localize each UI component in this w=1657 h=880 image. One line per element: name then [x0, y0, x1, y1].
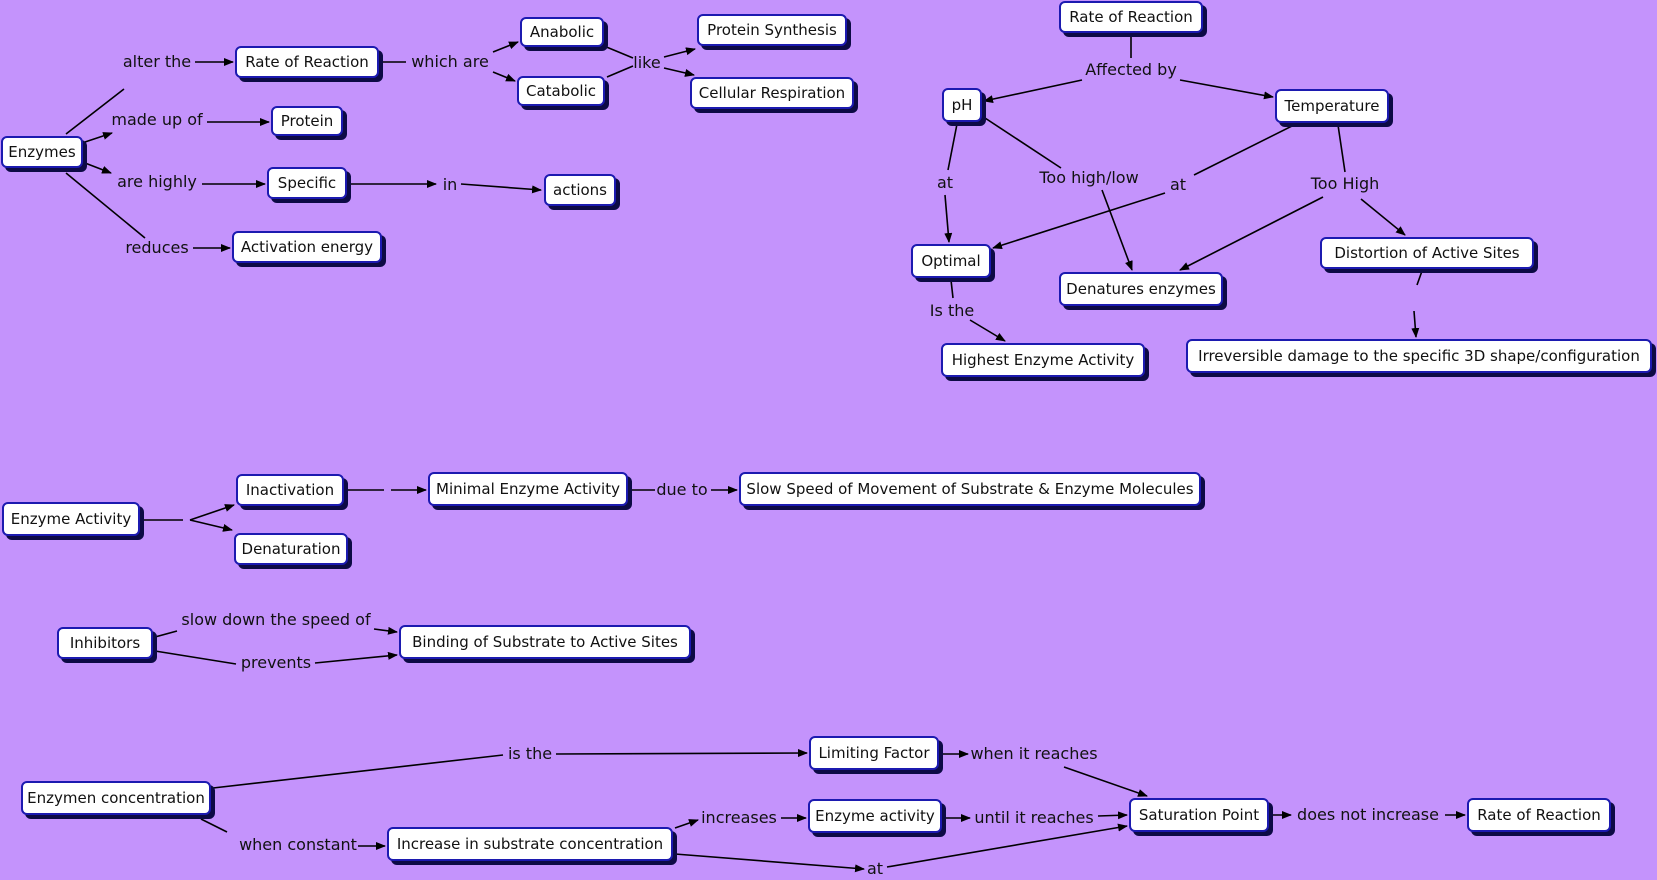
link-when-it-reaches: when it reaches: [970, 744, 1098, 763]
edge-until-to-saturation: [1097, 811, 1128, 820]
edge-prevents-to-binding: [314, 651, 398, 664]
edge-like-to-protein-synthesis: [663, 47, 696, 58]
node-protein-synthesis[interactable]: Protein Synthesis: [697, 14, 847, 46]
edge-anabolic-to-like: [603, 45, 634, 59]
link-until-it-reaches: until it reaches: [974, 808, 1094, 827]
node-distortion-of-active-sites[interactable]: Distortion of Active Sites: [1320, 237, 1534, 269]
edge-split-to-inactivation: [189, 504, 235, 521]
edge-enzymes-to-are-highly: [84, 162, 112, 174]
edge-split-to-denaturation: [189, 519, 233, 532]
edge-distortion-to-irreversible: [1416, 270, 1423, 286]
link-too-high: Too High: [1310, 174, 1380, 193]
link-reduces: reduces: [125, 238, 189, 257]
link-affected-by: Affected by: [1085, 60, 1177, 79]
edge-enzymes-to-reduces: [65, 172, 146, 239]
edge-inhibitors-to-prevents: [154, 650, 237, 665]
edge-too-high-to-distortion: [1360, 198, 1406, 236]
link-are-highly: are highly: [117, 172, 197, 191]
link-at-ph: at: [936, 173, 954, 192]
edge-increase-sub-to-at: [674, 853, 865, 873]
node-inhibitors[interactable]: Inhibitors: [57, 627, 153, 659]
node-actions[interactable]: actions: [544, 174, 616, 206]
edge-enzymes-to-made-up-of: [84, 132, 113, 143]
node-increase-in-substrate-concentration[interactable]: Increase in substrate concentration: [387, 827, 673, 861]
edge-affected-by-to-ph: [983, 79, 1083, 104]
link-is-the-limiting: is the: [507, 744, 553, 763]
node-rate-of-reaction-3[interactable]: Rate of Reaction: [1467, 798, 1611, 832]
node-rate-of-reaction-1[interactable]: Rate of Reaction: [235, 46, 379, 78]
node-enzyme-activity-2[interactable]: Enzyme activity: [808, 799, 942, 833]
node-denaturation[interactable]: Denaturation: [234, 533, 348, 565]
node-catabolic[interactable]: Catabolic: [517, 76, 605, 106]
node-anabolic[interactable]: Anabolic: [520, 17, 604, 47]
node-activation-energy[interactable]: Activation energy: [232, 231, 382, 263]
link-prevents: prevents: [240, 653, 312, 672]
node-irreversible-damage[interactable]: Irreversible damage to the specific 3D s…: [1186, 339, 1652, 373]
edge-enzconc-to-is-the: [212, 754, 504, 789]
edge-enzymes-to-alter-the: [65, 88, 125, 135]
node-optimal[interactable]: Optimal: [911, 244, 991, 278]
edge-is-the-to-highest: [969, 319, 1006, 342]
node-limiting-factor[interactable]: Limiting Factor: [809, 736, 939, 770]
node-enzymes[interactable]: Enzymes: [1, 136, 83, 168]
node-rate-of-reaction-2[interactable]: Rate of Reaction: [1059, 1, 1203, 33]
link-made-up-of: made up of: [111, 110, 203, 129]
link-due-to: due to: [656, 480, 708, 499]
edge-slow-down-to-binding: [373, 626, 398, 635]
edge-inhibitors-to-slow-down: [154, 630, 178, 638]
link-in: in: [442, 175, 458, 194]
node-temperature[interactable]: Temperature: [1275, 89, 1389, 123]
node-enzymen-concentration[interactable]: Enzymen concentration: [21, 781, 211, 815]
link-which-are: which are: [411, 52, 489, 71]
edge-affected-by-to-temperature: [1179, 79, 1274, 100]
node-specific[interactable]: Specific: [267, 167, 347, 199]
link-like: like: [633, 53, 661, 72]
link-at-temperature: at: [1169, 175, 1187, 194]
edge-temperature-to-at: [1193, 124, 1295, 176]
node-denatures-enzymes[interactable]: Denatures enzymes: [1059, 272, 1223, 306]
edge-ph-to-at: [947, 123, 958, 171]
link-slow-down-the-speed-of: slow down the speed of: [181, 610, 371, 629]
edge-is-the-to-limiting: [555, 749, 808, 758]
edge-at-to-saturation: [886, 823, 1128, 868]
node-inactivation[interactable]: Inactivation: [236, 474, 344, 506]
link-when-constant: when constant: [239, 835, 357, 854]
edge-like-to-cellular-respiration: [663, 67, 695, 77]
link-is-the-optimal: Is the: [929, 301, 975, 320]
node-minimal-enzyme-activity[interactable]: Minimal Enzyme Activity: [428, 472, 628, 506]
edge-too-high-low-to-denatures: [1101, 189, 1133, 271]
node-ph[interactable]: pH: [942, 88, 982, 122]
node-highest-enzyme-activity[interactable]: Highest Enzyme Activity: [941, 343, 1145, 377]
link-at-substrate: at: [866, 859, 884, 878]
edge-which-are-to-anabolic: [492, 41, 519, 53]
link-too-high-low: Too high/low: [1039, 168, 1139, 187]
edge-increase-sub-to-increases: [674, 819, 699, 829]
node-cellular-respiration[interactable]: Cellular Respiration: [690, 77, 854, 109]
edge-catabolic-to-like: [606, 65, 634, 78]
link-does-not-increase: does not increase: [1297, 805, 1439, 824]
edge-irreversible-arrow: [1411, 310, 1420, 338]
node-slow-speed-of-movement[interactable]: Slow Speed of Movement of Substrate & En…: [739, 472, 1201, 506]
node-enzyme-activity[interactable]: Enzyme Activity: [2, 502, 140, 536]
edge-optimal-to-is-the: [950, 279, 954, 299]
edge-when-it-reaches-to-saturation: [1063, 766, 1148, 797]
link-increases: increases: [701, 808, 777, 827]
edge-enzconc-to-when-constant: [200, 818, 228, 833]
edge-in-to-actions: [460, 183, 542, 194]
edge-which-are-to-catabolic: [492, 71, 516, 82]
edge-at-to-optimal: [944, 194, 953, 243]
link-alter-the: alter the: [122, 52, 192, 71]
node-protein[interactable]: Protein: [271, 106, 343, 136]
edge-too-high-to-denatures: [1179, 196, 1324, 271]
node-saturation-point[interactable]: Saturation Point: [1129, 798, 1269, 832]
edge-at-to-optimal-from-temp: [992, 192, 1166, 250]
edge-temperature-to-too-high: [1337, 124, 1346, 173]
edge-ph-to-too-high-low: [984, 117, 1062, 169]
node-binding-of-substrate[interactable]: Binding of Substrate to Active Sites: [399, 625, 691, 659]
